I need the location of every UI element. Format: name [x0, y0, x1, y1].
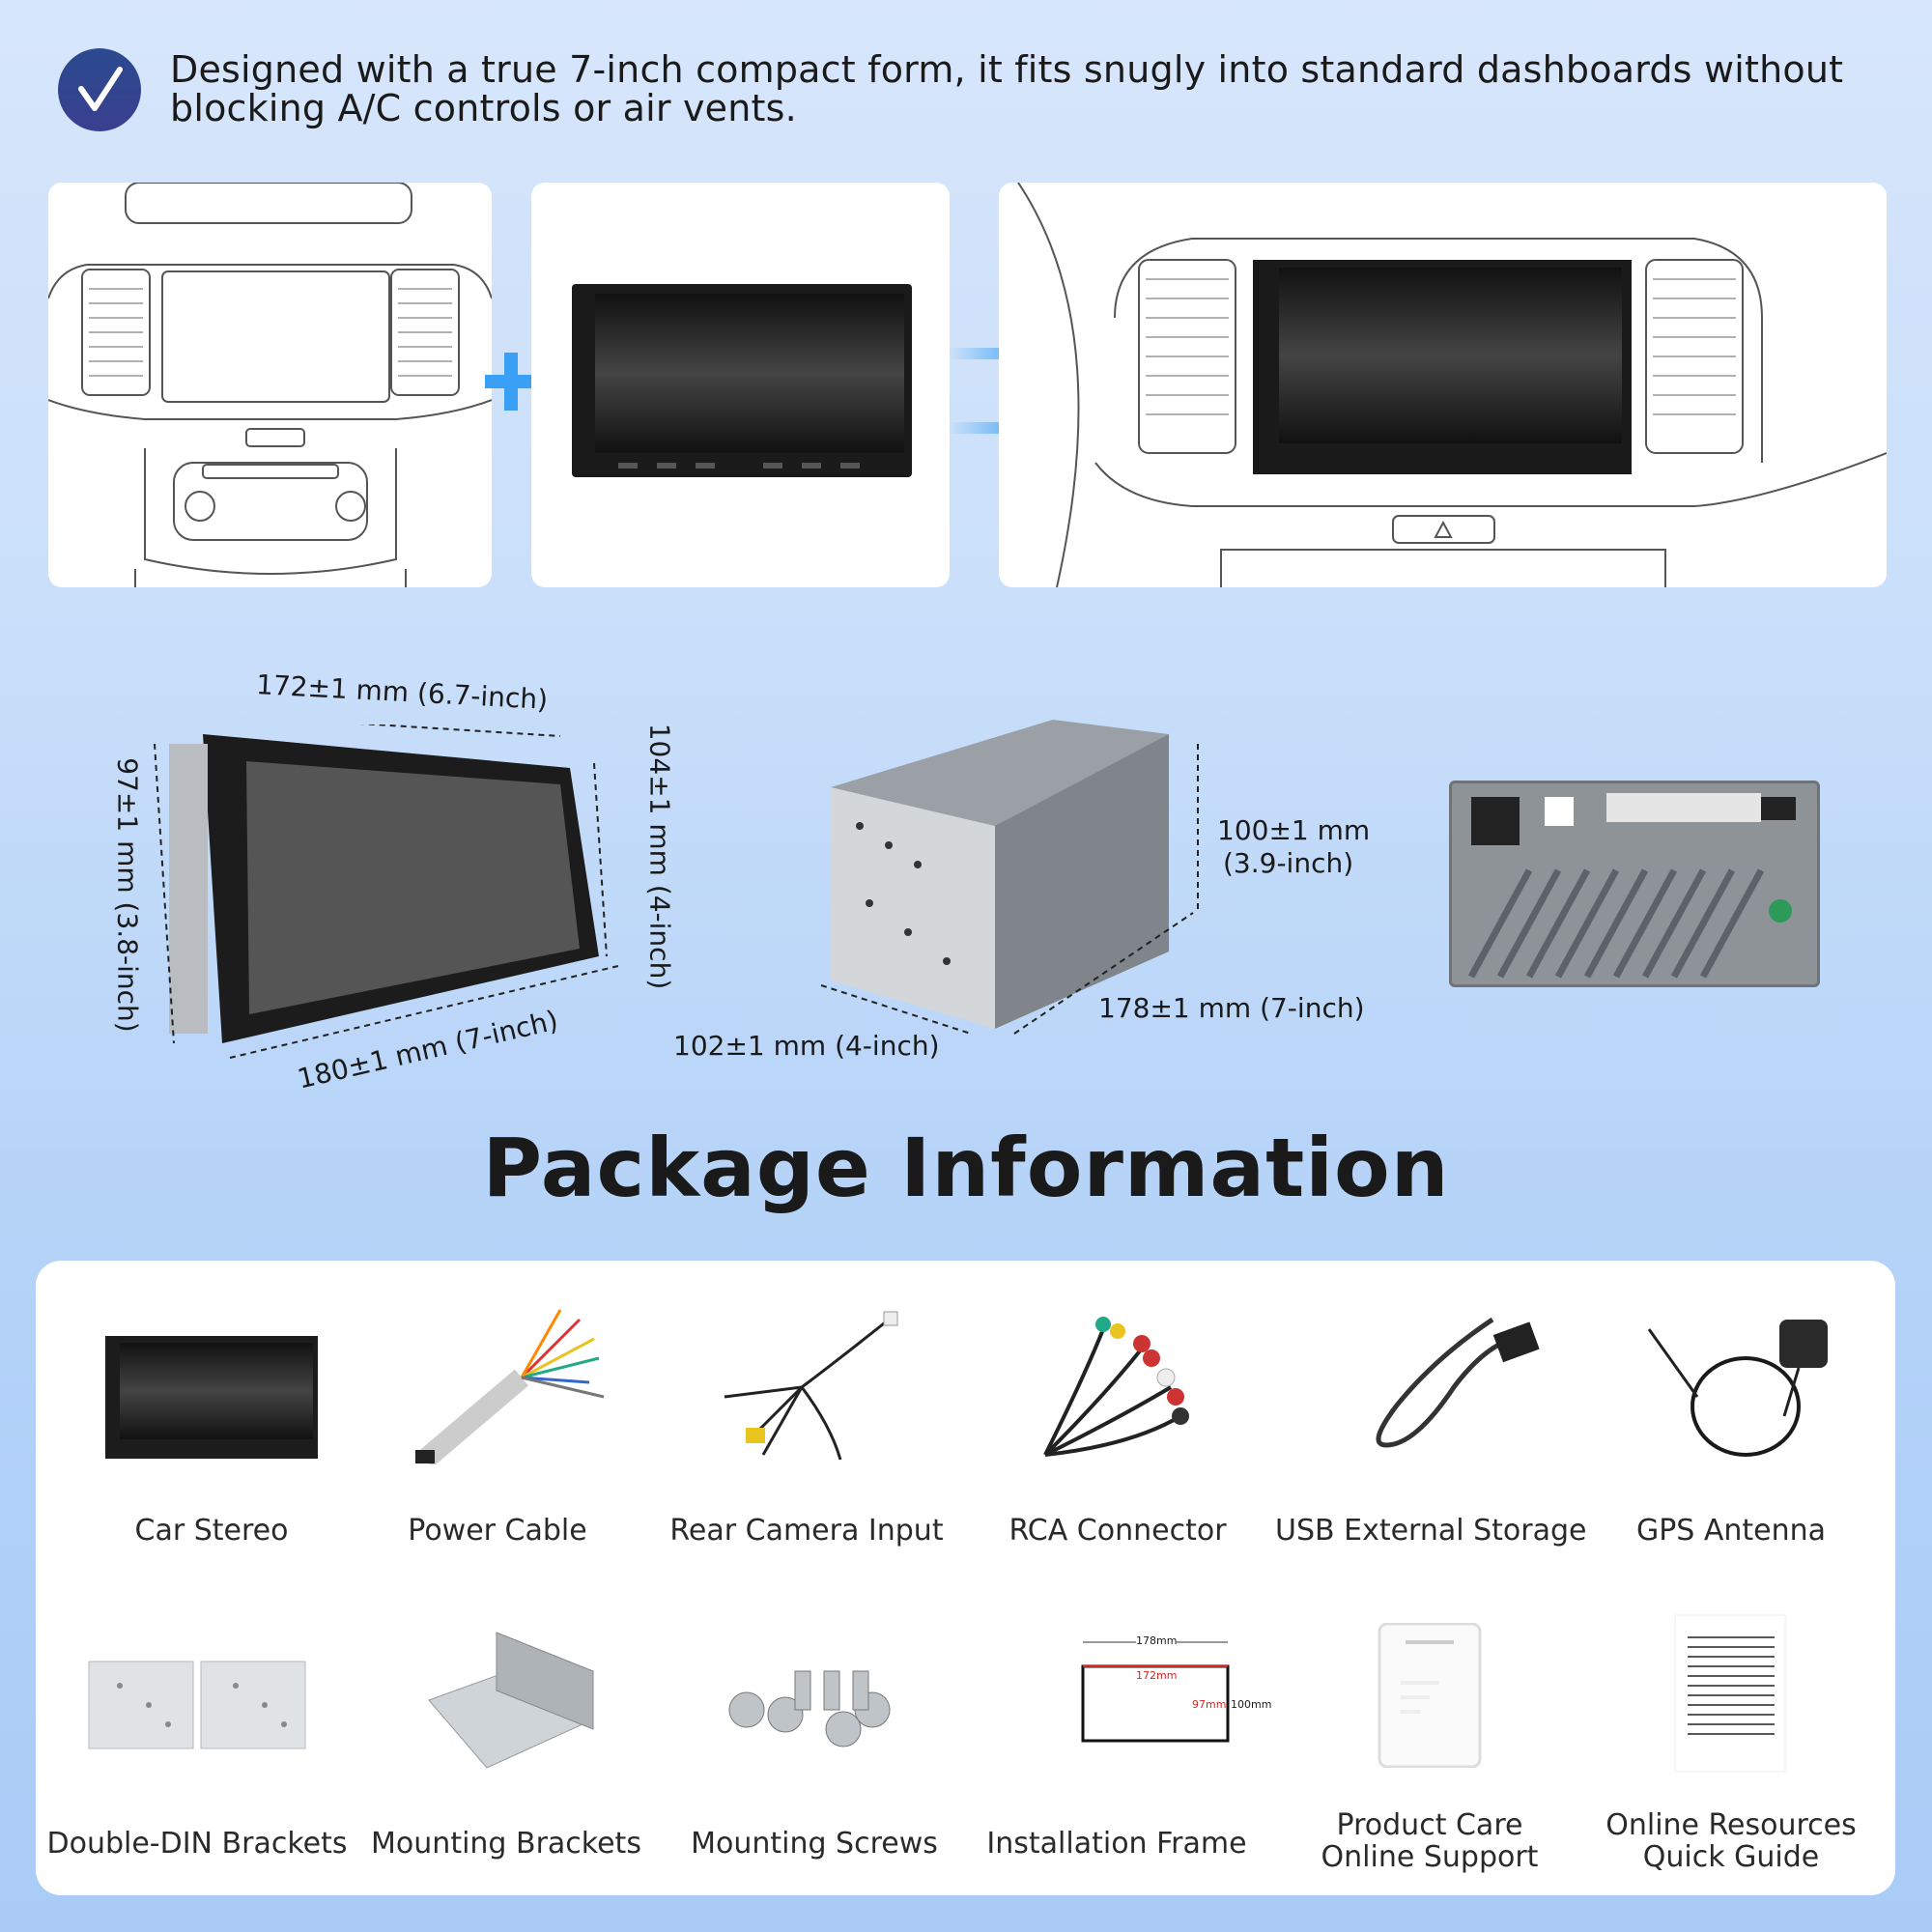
package-item-quick-guide: Online Resources Quick Guide [1577, 1613, 1886, 1873]
package-item-double-din-brackets: Double-DIN Brackets [43, 1633, 352, 1860]
package-item-gps-antenna: GPS Antenna [1577, 1300, 1886, 1547]
frame-inner-height: 97mm [1192, 1698, 1227, 1711]
gps-antenna-image [1647, 1320, 1828, 1457]
chassis-diagram [802, 710, 1236, 1062]
chassis-height-label: 100±1 mm (3.9-inch) [1217, 814, 1370, 880]
rear-camera-cable-image [724, 1311, 898, 1461]
package-item-rear-camera-input: Rear Camera Input [652, 1300, 961, 1547]
chassis-height-line2: (3.9-inch) [1223, 847, 1354, 879]
front-width-label: 172±1 mm (6.7-inch) [255, 668, 549, 716]
dashboard-installed-panel [999, 183, 1887, 587]
item-label: Installation Frame [986, 1827, 1247, 1861]
mounting-brackets-image [428, 1632, 594, 1769]
quick-guide-image [1674, 1614, 1786, 1773]
package-title: Package Information [482, 1121, 1450, 1215]
chassis-depth-label: 178±1 mm (7-inch) [1098, 992, 1365, 1024]
double-din-brackets-image [88, 1661, 306, 1749]
package-item-car-stereo: Car Stereo [57, 1300, 366, 1547]
frame-inner-width: 172mm [1136, 1669, 1178, 1682]
stereo-front-diagram [145, 714, 667, 1066]
item-label: Mounting Screws [691, 1827, 938, 1861]
item-label-line1: Product Care [1336, 1808, 1523, 1842]
plus-icon [485, 353, 539, 414]
product-care-card-image [1378, 1623, 1482, 1768]
front-height-left-label: 97±1 mm (3.8-inch) [111, 757, 144, 1033]
front-height-right-label: 104±1 mm (4-inch) [643, 723, 676, 990]
package-item-mounting-screws: Mounting Screws [660, 1633, 969, 1860]
package-item-installation-frame: 178mm 172mm 97mm 100mm Installation Fram… [962, 1633, 1271, 1860]
rear-panel-image [1449, 781, 1820, 987]
package-item-power-cable: Power Cable [343, 1300, 652, 1547]
installation-frame-image: 178mm 172mm 97mm 100mm [1001, 1633, 1271, 1777]
frame-outer-width: 178mm [1136, 1634, 1178, 1647]
item-label: Mounting Brackets [371, 1827, 641, 1861]
item-label-line1: Online Resources [1605, 1808, 1857, 1842]
power-cable-image [415, 1309, 605, 1464]
package-item-rca-connector: RCA Connector [963, 1300, 1272, 1547]
item-label: Car Stereo [134, 1514, 289, 1548]
item-label: RCA Connector [1009, 1514, 1227, 1548]
package-item-usb-storage: USB External Storage [1275, 1300, 1587, 1548]
item-label-line2: Online Support [1321, 1840, 1539, 1874]
item-label: USB External Storage [1275, 1514, 1587, 1548]
item-label: GPS Antenna [1635, 1514, 1827, 1548]
mounting-screws-image [728, 1670, 891, 1747]
usb-cable-image [1376, 1317, 1540, 1448]
headline-text: Designed with a true 7-inch compact form… [170, 48, 1844, 129]
rca-connector-image [1043, 1317, 1189, 1457]
chassis-height-line1: 100±1 mm [1217, 814, 1371, 846]
frame-outer-height: 100mm [1231, 1698, 1272, 1711]
item-label-line2: Quick Guide [1642, 1840, 1820, 1874]
dashboard-empty-panel [48, 183, 492, 587]
check-circle-icon [58, 48, 141, 131]
package-item-mounting-brackets: Mounting Brackets [352, 1623, 661, 1860]
package-card [36, 1261, 1895, 1895]
item-label: Double-DIN Brackets [46, 1827, 348, 1861]
car-stereo-panel [531, 183, 950, 587]
item-label: Power Cable [408, 1514, 587, 1548]
car-stereo-image [105, 1336, 318, 1459]
item-label: Rear Camera Input [669, 1514, 944, 1548]
package-item-product-care: Product Care Online Support [1275, 1623, 1584, 1873]
chassis-width-label: 102±1 mm (4-inch) [673, 1030, 940, 1062]
